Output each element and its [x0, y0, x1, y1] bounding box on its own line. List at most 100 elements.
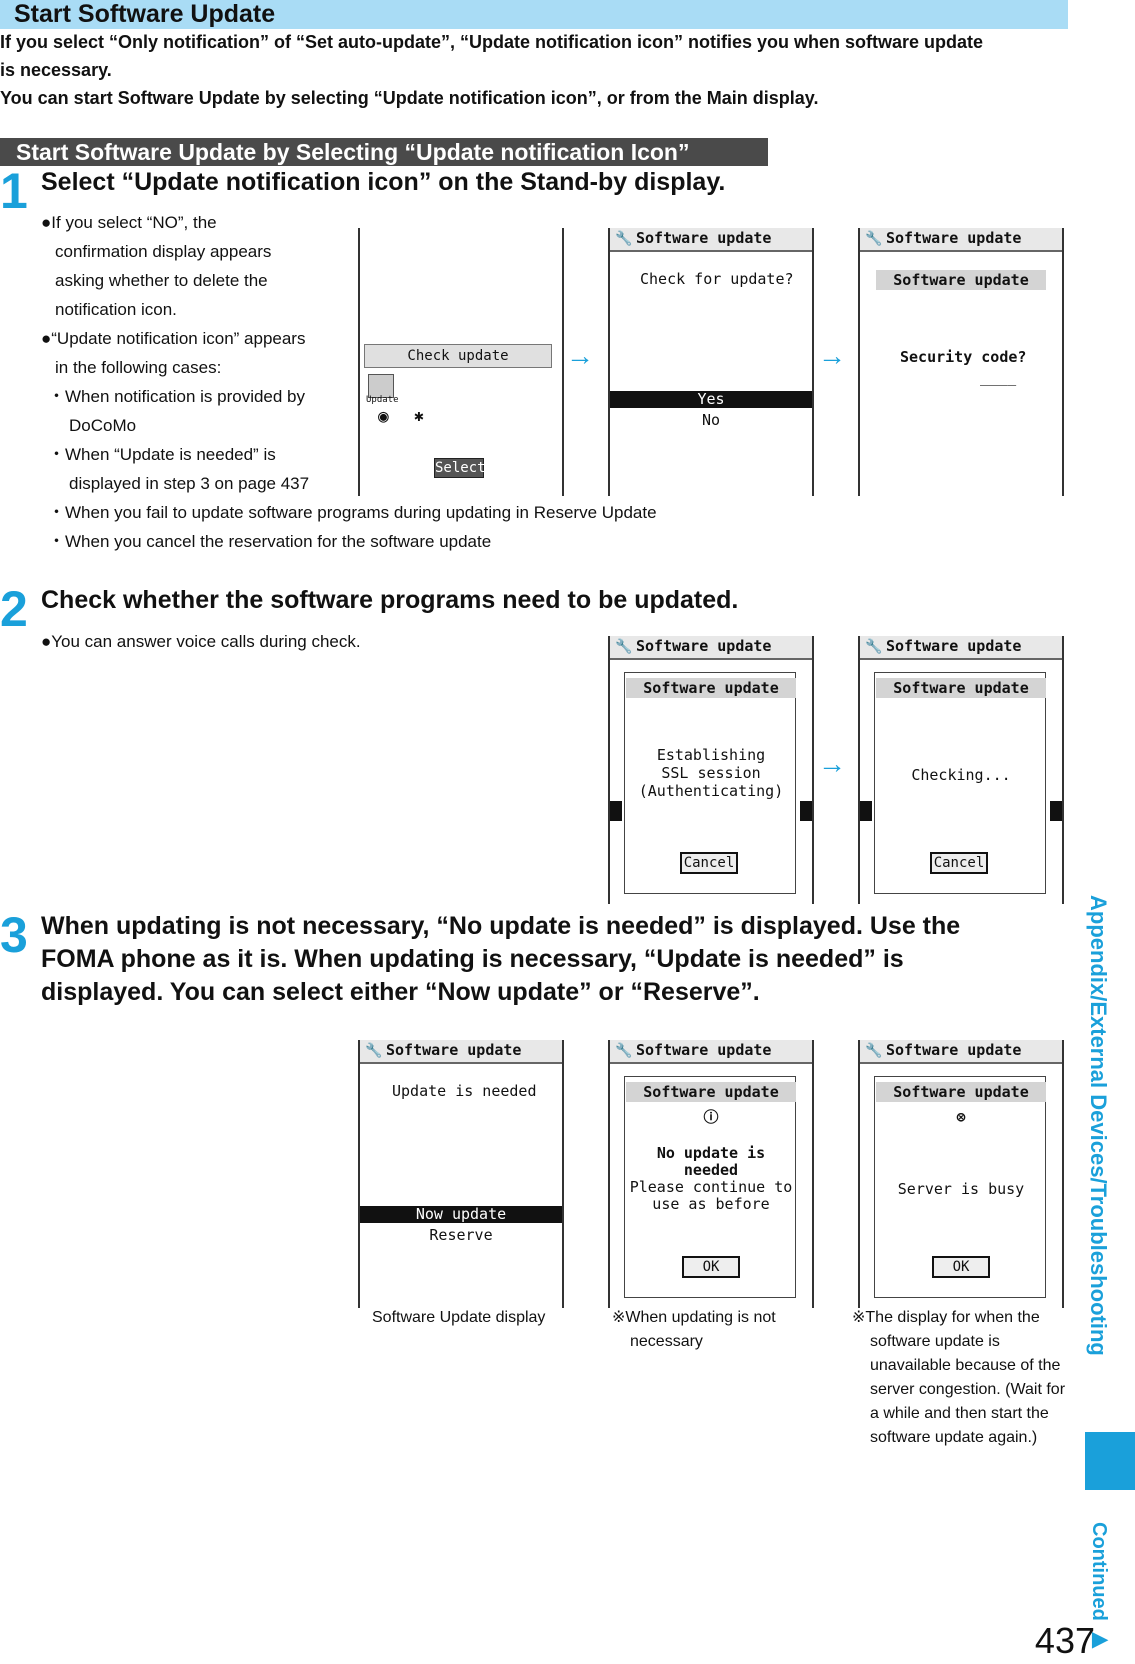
wrench-icon: 🔧: [865, 231, 883, 247]
note-text: notification icon.: [55, 300, 177, 319]
note-bullet: ●If you select “NO”, the: [41, 213, 217, 232]
message-line: No update is: [656, 1144, 766, 1162]
screen-header: 🔧 Software update: [860, 636, 1062, 660]
check-question: Check for update?: [640, 270, 794, 288]
now-update-option[interactable]: Now update: [360, 1206, 562, 1223]
note-text: confirmation display appears: [55, 242, 272, 261]
title-bar: Start Software Update: [0, 0, 1068, 29]
intro-line-2: is necessary.: [0, 60, 112, 80]
wrench-icon: 🔧: [615, 639, 633, 655]
note-text: displayed in step 3 on page 437: [69, 474, 310, 493]
step-number-3: 3: [0, 907, 28, 963]
step-heading-3: When updating is not necessary, “No upda…: [41, 912, 961, 1006]
bluetooth-icon: ✱: [414, 406, 424, 425]
step-heading-1: Select “Update notification icon” on the…: [41, 168, 726, 196]
establishing-screen: 🔧 Software update Software update Establ…: [608, 636, 814, 904]
update-needed-text: Update is needed: [392, 1082, 537, 1100]
no-update-screen: 🔧 Software update Software update ⓘ No u…: [608, 1040, 814, 1308]
note-text: DoCoMo: [69, 416, 137, 435]
ok-button[interactable]: OK: [682, 1256, 740, 1278]
edge-mark: [800, 801, 812, 821]
dialog-box: [624, 672, 796, 894]
note-text: in the following cases:: [55, 358, 222, 377]
security-code-field[interactable]: ____: [980, 368, 1017, 386]
status-line: SSL session: [661, 764, 761, 782]
status-line: (Authenticating): [638, 782, 784, 800]
cancel-button[interactable]: Cancel: [930, 852, 988, 874]
busy-text: Server is busy: [897, 1180, 1025, 1198]
ok-button[interactable]: OK: [932, 1256, 990, 1278]
note-case: ・When notification is provided by: [48, 387, 306, 406]
intro-line-3: You can start Software Update by selecti…: [0, 88, 819, 108]
page-number: 437: [1034, 1620, 1095, 1661]
edge-mark: [860, 801, 872, 821]
security-code-screen: 🔧 Software update Software update Securi…: [858, 228, 1064, 496]
checking-text: Checking...: [911, 766, 1011, 784]
info-icon: ⓘ: [703, 1108, 719, 1126]
dialog-title: Software update: [626, 1082, 796, 1102]
yes-option[interactable]: Yes: [610, 391, 812, 408]
check-update-balloon[interactable]: Check update: [364, 344, 552, 368]
wrench-icon: 🔧: [365, 1043, 383, 1059]
note-case: ・When you cancel the reservation for the…: [48, 532, 492, 551]
side-section-label: Appendix/External Devices/Troubleshootin…: [1086, 895, 1111, 1356]
caption: software update is: [870, 1333, 1000, 1350]
reserve-option[interactable]: Reserve: [429, 1226, 493, 1244]
update-notification-icon[interactable]: [368, 374, 394, 398]
select-softkey[interactable]: Select: [434, 458, 486, 478]
update-needed-screen: 🔧 Software update Update is needed Now u…: [358, 1040, 564, 1308]
step-number-2: 2: [0, 581, 28, 637]
arrow-right-icon: →: [566, 340, 594, 371]
caption: Software Update display: [372, 1309, 546, 1326]
arrow-right-icon: →: [818, 748, 846, 779]
note-bullet: ●You can answer voice calls during check…: [41, 632, 361, 651]
edge-mark: [1050, 801, 1062, 821]
error-icon: ⊗: [956, 1108, 966, 1126]
screen-header: 🔧 Software update: [860, 1040, 1062, 1064]
check-update-screen: 🔧 Software update Check for update? Yes …: [608, 228, 814, 496]
dialog-box: [874, 1076, 1046, 1298]
status-line: Establishing: [656, 746, 766, 764]
dialog-box: [624, 1076, 796, 1298]
note-case: ・When you fail to update software progra…: [48, 503, 657, 522]
caption: a while and then start the: [870, 1405, 1049, 1422]
no-option[interactable]: No: [701, 411, 721, 429]
subheading: Start Software Update by Selecting “Upda…: [16, 139, 690, 165]
dialog-box: [874, 672, 1046, 894]
caption: unavailable because of the: [870, 1357, 1061, 1374]
side-tab-marker: [1085, 1432, 1135, 1490]
dialog-title: Software update: [876, 678, 1046, 698]
screen-header: 🔧 Software update: [860, 228, 1062, 252]
cancel-button[interactable]: Cancel: [680, 852, 738, 874]
dialog-title: Software update: [876, 270, 1046, 290]
screen-header: 🔧 Software update: [610, 228, 812, 252]
wrench-icon: 🔧: [615, 1043, 633, 1059]
edge-mark: [610, 801, 622, 821]
message-line: Please continue to: [629, 1178, 793, 1196]
note-text: asking whether to delete the: [55, 271, 268, 290]
wrench-icon: 🔧: [865, 639, 883, 655]
intro-line-1: If you select “Only notification” of “Se…: [0, 32, 984, 52]
arrow-right-icon: →: [818, 340, 846, 371]
wrench-icon: 🔧: [615, 231, 633, 247]
step-number-1: 1: [0, 163, 28, 219]
checking-screen: 🔧 Software update Software update Checki…: [858, 636, 1064, 904]
dialog-title: Software update: [876, 1082, 1046, 1102]
note-case: ・When “Update is needed” is: [48, 445, 276, 464]
status-icon: ◉: [378, 406, 389, 427]
continued-label: Continued ▶: [1088, 1522, 1110, 1651]
caption: software update again.): [870, 1429, 1038, 1446]
note-bullet: ●“Update notification icon” appears: [41, 329, 306, 348]
dialog-title: Software update: [626, 678, 796, 698]
wrench-icon: 🔧: [865, 1043, 883, 1059]
message-line: use as before: [652, 1195, 770, 1213]
server-busy-screen: 🔧 Software update Software update ⊗ Serv…: [858, 1040, 1064, 1308]
caption: ※When updating is not: [612, 1309, 776, 1326]
caption: server congestion. (Wait for: [870, 1381, 1066, 1398]
screen-header: 🔧 Software update: [360, 1040, 562, 1064]
caption: necessary: [630, 1333, 703, 1350]
subheading-bar: Start Software Update by Selecting “Upda…: [0, 138, 768, 166]
update-icon-label: Update: [366, 395, 399, 405]
screen-header: 🔧 Software update: [610, 1040, 812, 1064]
step-heading-2: Check whether the software programs need…: [41, 586, 739, 614]
